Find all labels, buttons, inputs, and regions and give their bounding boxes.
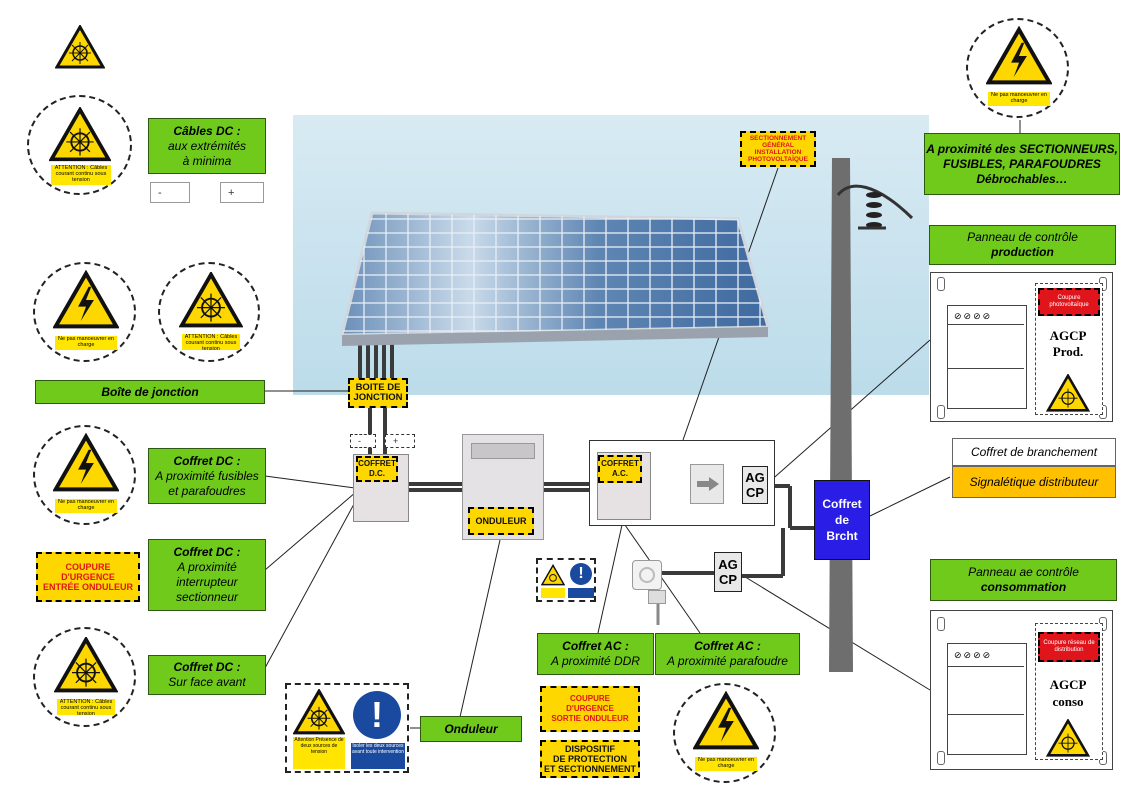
minus-button[interactable]: - <box>150 182 190 203</box>
warning-sun-icon <box>1046 719 1090 757</box>
sign-cables-circle-2: ATTENTION : Câbles courant continu sous … <box>158 262 260 362</box>
sign-danger-circle-top: Ne pas manoeuvrer en charge <box>966 18 1069 118</box>
sign-cables-circle-4: ATTENTION : Câbles courant continu sous … <box>33 627 136 727</box>
leader-dc-fusibles <box>264 475 356 489</box>
leader-dc-face <box>264 492 361 669</box>
plug-icon <box>648 590 666 604</box>
label-coffret-ac-ddr: Coffret AC :A proximité DDR <box>537 633 654 675</box>
sign-danger-circle-5: Ne pas manoeuvrer en charge <box>673 683 776 783</box>
label-boite-jonction: Boîte de jonction <box>35 380 265 404</box>
sign-caption: Isoler les deux sources avant toute inte… <box>351 743 405 769</box>
arrow-right-icon <box>697 477 719 491</box>
tag-onduleur: ONDULEUR <box>468 507 534 535</box>
solar-panel <box>340 211 770 346</box>
warning-sun-icon <box>1046 374 1090 412</box>
sign-caption: Attention Présence de deux sources de te… <box>293 737 345 769</box>
warning-lightning-icon <box>986 26 1052 85</box>
sign-caption: Ne pas manoeuvrer en charge <box>55 499 117 513</box>
red-label-prod: Coupure photovoltaïque <box>1038 288 1100 316</box>
sign-pair-onduleur: Attention Présence de deux sources de te… <box>285 683 409 773</box>
sign-caption: ATTENTION : Câbles courant continu sous … <box>57 699 115 717</box>
leader-dc-interrupteur <box>264 491 357 571</box>
sign-cables-dc-circle: ATTENTION : Câbles courant continu sous … <box>27 95 132 195</box>
dc-minus-button[interactable]: - <box>350 434 376 448</box>
leader-signaletique <box>869 476 951 517</box>
sign-danger-circle-1: Ne pas manoeuvrer en charge <box>33 262 136 362</box>
tag-sectionnement: SECTIONNEMENT GÉNÉRAL INSTALLATION PHOTO… <box>740 131 816 167</box>
label-signaletique: Signalétique distributeur <box>952 466 1116 498</box>
tag-coupure-entree: COUPURE D'URGENCE ENTRÉE ONDULEUR <box>36 552 140 602</box>
sign-caption: Ne pas manoeuvrer en charge <box>988 92 1050 106</box>
info-icon: ! <box>570 563 592 585</box>
panel-consommation: ⊘⊘⊘⊘ Coupure réseau de distribution AGCP… <box>930 610 1113 770</box>
sign-danger-circle-3: Ne pas manoeuvrer en charge <box>33 425 136 525</box>
dc-plus-button[interactable]: + <box>385 434 415 448</box>
plus-button[interactable]: + <box>220 182 264 203</box>
leader-onduleur2 <box>459 539 501 718</box>
warning-lightning-icon <box>693 691 759 750</box>
leader-ac-ddr <box>597 524 623 634</box>
warning-sun-icon <box>541 564 565 586</box>
leader-ac-parafoudre <box>624 524 701 634</box>
utility-pole <box>829 158 853 672</box>
tag-coupure-sortie: COUPURE D'URGENCE SORTIE ONDULEUR <box>540 686 640 732</box>
warning-sun-icon <box>293 689 345 735</box>
label-onduleur: Onduleur <box>420 716 522 742</box>
sign-caption: ATTENTION : Câbles courant continu sous … <box>182 334 240 352</box>
warning-sun-icon <box>55 25 105 69</box>
sign-caption: Ne pas manoeuvrer en charge <box>55 336 117 350</box>
sign-caption: ATTENTION : Câbles courant continu sous … <box>51 165 111 185</box>
onduleur-display <box>471 443 535 459</box>
disconnect-switch <box>690 464 724 504</box>
label-coffret-dc-face: Coffret DC :Sur face avant <box>148 655 266 695</box>
label-proximite-sectionneurs: A proximité des SECTIONNEURS,FUSIBLES, P… <box>924 133 1120 195</box>
warning-sun-icon <box>54 637 118 693</box>
warning-lightning-icon <box>53 433 119 492</box>
sign-caption: Ne pas manoeuvrer en charge <box>695 757 757 771</box>
warning-sun-icon <box>49 107 111 162</box>
warning-sun-icon <box>179 272 243 328</box>
sign-pair-small: ! <box>536 558 596 602</box>
label-coffret-branchement: Coffret de branchement <box>952 438 1116 466</box>
power-outlet-icon <box>632 560 662 590</box>
red-label-conso: Coupure réseau de distribution <box>1038 632 1100 662</box>
label-coffret-ac-parafoudre: Coffret AC :A proximité parafoudre <box>655 633 800 675</box>
warning-lightning-icon <box>53 270 119 329</box>
info-icon: ! <box>353 691 401 739</box>
